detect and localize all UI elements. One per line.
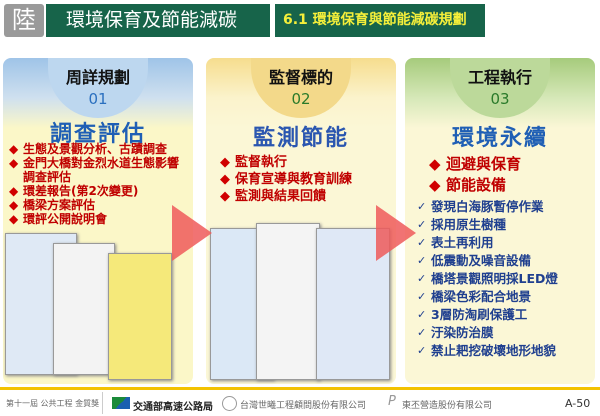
check-item: ✓低震動及噪音設備 — [417, 253, 532, 268]
panel-survey: 周詳規劃 01 調查評估 ◆生態及景觀分析、古蹟調查 ◆金門大橋對金烈水道生態影響… — [3, 58, 193, 384]
list-item: ◆保育宣導與教育訓練 — [220, 172, 353, 187]
tab-label: 監督標的 — [268, 68, 333, 87]
check-icon: ✓ — [417, 254, 427, 267]
tab-number: 03 — [490, 90, 510, 108]
check-icon: ✓ — [417, 290, 427, 303]
arrow-right-icon — [172, 205, 212, 261]
chapter-title: 環境保育及節能減碳 — [46, 4, 270, 37]
tab-label: 周詳規劃 — [65, 68, 130, 87]
section-title: 6.1 環境保育與節能減碳規劃 — [275, 4, 485, 37]
panel-tab: 工程執行 03 — [450, 58, 550, 118]
list-item: ◆橋梁方案評估 — [9, 198, 96, 212]
check-icon: ✓ — [417, 344, 427, 357]
check-item: ✓橋塔景觀照明採LED燈 — [417, 271, 558, 286]
panel-execution: 工程執行 03 環境永續 ◆迴避與保育 ◆節能設備 ✓發現白海豚暫停作業 ✓採用原… — [405, 58, 595, 384]
org-freeway-bureau: 交通部高速公路局 — [133, 402, 213, 413]
list-item: ◆金門大橋對金烈水道生態影響調查評估 — [9, 156, 180, 184]
check-icon: ✓ — [417, 200, 427, 213]
panel-monitoring: 監督標的 02 監測節能 ◆監督執行 ◆保育宣導與教育訓練 ◆監測與結果回饋 — [206, 58, 396, 384]
panel-tab: 監督標的 02 — [251, 58, 351, 118]
check-item: ✓3層防淘刷保護工 — [417, 307, 528, 322]
freeway-bureau-logo — [112, 397, 130, 409]
check-item: ✓發現白海豚暫停作業 — [417, 199, 544, 214]
list-item: ◆環評公開說明會 — [9, 212, 108, 226]
panel-title: 監測節能 — [252, 126, 349, 151]
ceci-logo — [222, 396, 237, 411]
document-image — [256, 223, 320, 380]
check-icon: ✓ — [417, 272, 427, 285]
check-icon: ✓ — [417, 326, 427, 339]
list-item: ◆生態及景觀分析、古蹟調查 — [9, 142, 168, 156]
tab-number: 01 — [88, 90, 108, 108]
check-item: ✓汙染防治膜 — [417, 325, 494, 340]
check-icon: ✓ — [417, 308, 427, 321]
document-image — [53, 243, 115, 375]
check-item: ✓禁止耙挖破壞地形地貌 — [417, 343, 557, 358]
check-item: ✓橋梁色彩配合地景 — [417, 289, 532, 304]
divider — [102, 392, 103, 414]
list-item: ◆監測與結果回饋 — [220, 189, 327, 204]
list-item: ◆環差報告(第2次變更) — [9, 184, 139, 198]
tab-number: 02 — [291, 90, 311, 108]
org-ceci: 台灣世曦工程顧問股份有限公司 — [240, 401, 367, 411]
award-label: 第十一屆 公共工程 金質獎 — [6, 399, 100, 408]
check-item: ✓採用原生樹種 — [417, 217, 507, 232]
page-number: A-50 — [565, 397, 591, 410]
check-icon: ✓ — [417, 218, 427, 231]
list-item: ◆監督執行 — [220, 155, 288, 170]
list-item: ◆迴避與保育 — [429, 155, 522, 173]
org-contractor: 東丕營造股份有限公司 — [402, 401, 493, 411]
footer-divider — [0, 387, 600, 390]
chapter-badge: 陸 — [4, 4, 44, 37]
panel-tab: 周詳規劃 01 — [48, 58, 148, 118]
list-item: ◆節能設備 — [429, 176, 507, 194]
arrow-right-icon — [376, 205, 416, 261]
panel-title: 調查評估 — [49, 122, 146, 147]
check-item: ✓表土再利用 — [417, 235, 494, 250]
check-icon: ✓ — [417, 236, 427, 249]
panel-title: 環境永續 — [451, 126, 548, 151]
contractor-logo: P — [388, 394, 396, 409]
document-image — [108, 253, 172, 380]
tab-label: 工程執行 — [467, 68, 532, 87]
